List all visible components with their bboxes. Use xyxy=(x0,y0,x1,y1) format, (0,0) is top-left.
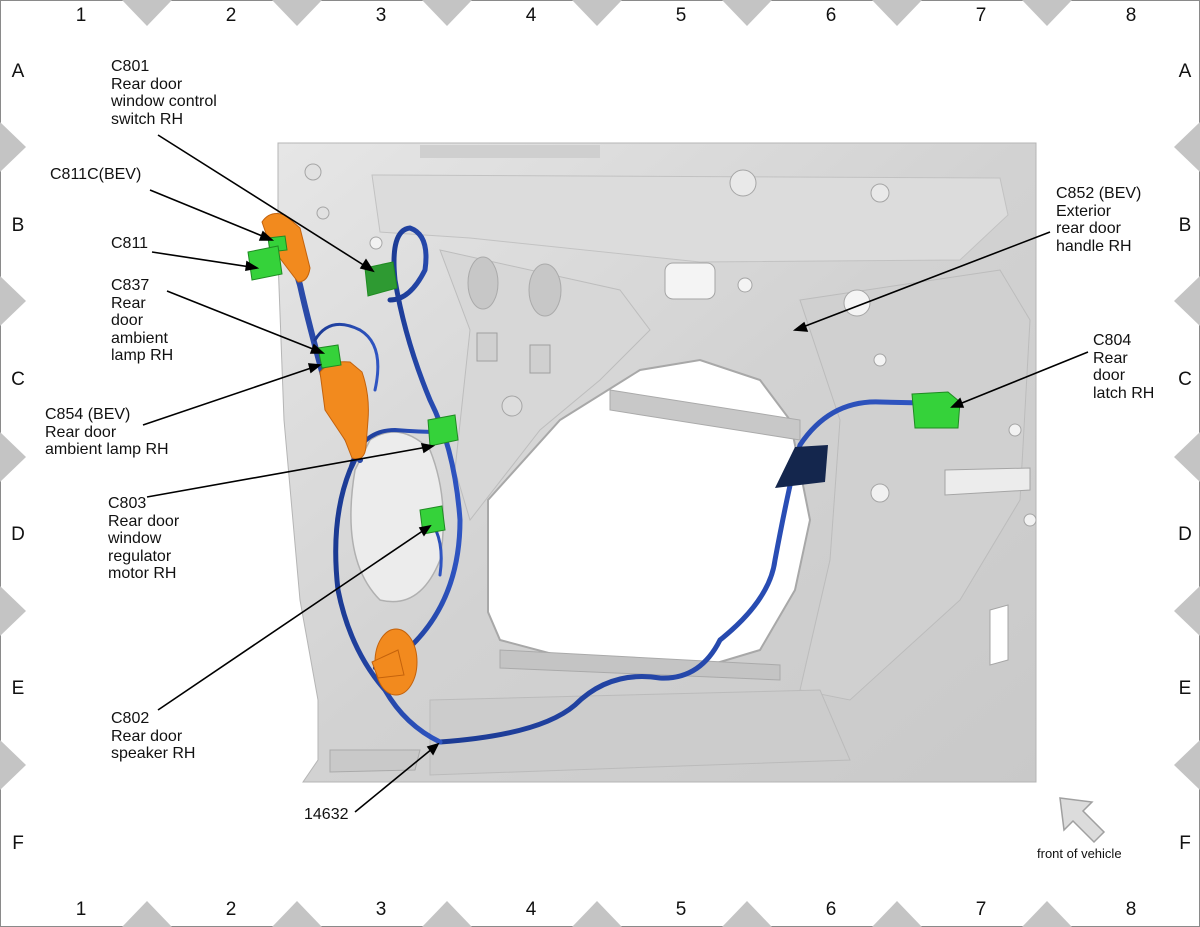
grid-marker xyxy=(1174,586,1200,636)
door-inner-panel xyxy=(277,142,1037,783)
grid-col-label: 8 xyxy=(1125,899,1137,920)
grid-marker xyxy=(1174,432,1200,482)
grid-marker xyxy=(572,901,622,927)
grid-marker xyxy=(872,901,922,927)
callout-c801: C801 Rear door window control switch RH xyxy=(111,58,217,128)
callout-c811: C811 xyxy=(111,235,149,252)
grid-col-label: 3 xyxy=(375,899,387,920)
leader-c852 xyxy=(794,231,1051,331)
grid-row-label: C xyxy=(1178,369,1192,390)
grid-marker xyxy=(0,122,26,172)
wire-harness xyxy=(289,225,928,745)
grid-row-label: E xyxy=(11,678,25,699)
leader-c801 xyxy=(157,134,374,272)
leader-c854 xyxy=(142,364,321,426)
callout-c852: C852 (BEV) Exterior rear door handle RH xyxy=(1056,185,1142,255)
harness-branch-ambient xyxy=(313,322,380,392)
front-of-vehicle-caption: front of vehicle xyxy=(1037,846,1122,861)
grid-marker xyxy=(0,740,26,790)
grid-marker xyxy=(1174,276,1200,326)
connector-c837 xyxy=(317,344,342,369)
grid-marker xyxy=(272,901,322,927)
grid-col-label: 6 xyxy=(825,899,837,920)
leader-c804 xyxy=(951,351,1089,408)
grid-col-label: 1 xyxy=(75,899,87,920)
grid-col-label: 1 xyxy=(75,5,87,26)
grid-marker xyxy=(1174,740,1200,790)
callout-c803: C803 Rear door window regulator motor RH xyxy=(108,495,180,582)
grid-row-label: D xyxy=(1178,524,1192,545)
grid-marker xyxy=(0,432,26,482)
connector-c803 xyxy=(427,414,459,447)
grid-row-label: B xyxy=(11,215,25,236)
grid-marker xyxy=(872,0,922,26)
connector-c804 xyxy=(911,391,961,429)
grid-col-label: 5 xyxy=(675,5,687,26)
grid-marker xyxy=(422,901,472,927)
grid-marker xyxy=(122,0,172,26)
grid-row-label: E xyxy=(1178,678,1192,699)
grid-col-label: 6 xyxy=(825,5,837,26)
leader-harness xyxy=(354,743,439,813)
callout-c811c: C811C(BEV) xyxy=(50,166,142,183)
grid-row-label: A xyxy=(1178,61,1192,82)
grid-marker xyxy=(1022,901,1072,927)
grid-col-label: 4 xyxy=(525,5,537,26)
grid-col-label: 5 xyxy=(675,899,687,920)
grid-marker xyxy=(122,901,172,927)
arrow-up-left-icon xyxy=(1059,797,1106,844)
leader-lines xyxy=(142,134,1089,813)
foam-pad xyxy=(775,445,828,488)
callout-c802: C802 Rear door speaker RH xyxy=(111,710,196,762)
grid-marker xyxy=(722,901,772,927)
grid-marker xyxy=(0,586,26,636)
grid-col-label: 3 xyxy=(375,5,387,26)
grid-marker xyxy=(722,0,772,26)
grid-col-label: 7 xyxy=(975,5,987,26)
callout-c837: C837 Rear door ambient lamp RH xyxy=(111,277,174,364)
leader-c803 xyxy=(146,445,434,498)
grid-marker xyxy=(1022,0,1072,26)
grid-marker xyxy=(572,0,622,26)
grid-col-label: 8 xyxy=(1125,5,1137,26)
grid-row-label: D xyxy=(11,524,25,545)
grid-marker xyxy=(0,276,26,326)
callout-c804: C804 Rear door latch RH xyxy=(1093,332,1155,402)
clip-orange xyxy=(371,649,405,679)
harness-switch-loop xyxy=(387,225,463,663)
grid-row-label: F xyxy=(12,833,24,854)
harness-branch-latch xyxy=(437,399,928,745)
callout-c854: C854 (BEV) Rear door ambient lamp RH xyxy=(45,406,169,458)
grid-col-label: 4 xyxy=(525,899,537,920)
leader-c837 xyxy=(166,290,324,354)
grid-row-label: A xyxy=(11,61,25,82)
leader-c811 xyxy=(151,251,258,269)
grid-row-label: B xyxy=(1178,215,1192,236)
leader-c811c xyxy=(149,189,273,241)
grid-col-label: 2 xyxy=(225,5,237,26)
grid-marker xyxy=(272,0,322,26)
grid-row-label: C xyxy=(11,369,25,390)
grid-marker xyxy=(422,0,472,26)
leader-c802 xyxy=(157,525,431,711)
callout-harness-14632: 14632 xyxy=(304,806,349,823)
grid-marker xyxy=(1174,122,1200,172)
connector-c811 xyxy=(247,245,283,281)
grid-col-label: 7 xyxy=(975,899,987,920)
grid-row-label: F xyxy=(1179,833,1191,854)
grid-col-label: 2 xyxy=(225,899,237,920)
